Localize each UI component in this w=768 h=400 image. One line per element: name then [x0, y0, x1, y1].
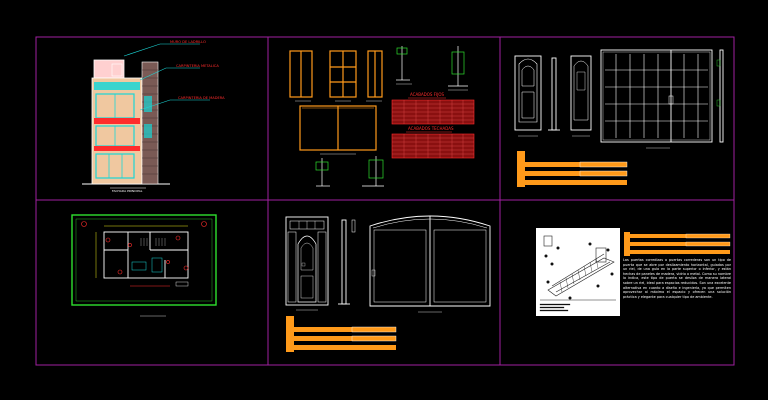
panel2-sections	[315, 46, 468, 187]
panel-floor-plan	[71, 214, 217, 317]
sliding-door-description: Las puertas corredizas o puertas correde…	[623, 258, 731, 299]
panel5-captions	[296, 309, 442, 313]
facade-caption: FACHADA PRINCIPAL	[112, 189, 143, 193]
panel5-legend-bars	[286, 316, 397, 352]
panel-window-details	[289, 50, 383, 151]
table1-title: ACABADOS FIJOS	[410, 92, 445, 97]
panel3-legend-bars	[517, 151, 628, 187]
finishes-table-2: ACABADOS TECHADAS	[391, 126, 475, 159]
panel-facade-elevation: MURO DE LADRILLO CARPINTERIA METALICA CA…	[82, 40, 225, 193]
outer-frame	[35, 36, 735, 366]
table2-title: ACABADOS TECHADAS	[408, 126, 454, 131]
callout-2: CARPINTERIA METALICA	[176, 64, 219, 68]
panel-door-gate-elevations	[285, 215, 491, 307]
callout-3: CARPINTERIA DE MADERA	[178, 96, 225, 100]
panel2-small-captions	[295, 83, 468, 155]
callout-1: MURO DE LADRILLO	[170, 40, 206, 44]
finishes-table-1: ACABADOS FIJOS	[391, 92, 475, 125]
panel-door-elevations	[514, 49, 724, 143]
panel3-captions	[518, 135, 670, 149]
sheet-frame	[35, 36, 735, 366]
sliding-door-description-box: Las puertas corredizas o puertas correde…	[623, 258, 731, 299]
panel-sliding-gate-detail: Las puertas corredizas o puertas correde…	[536, 228, 731, 316]
